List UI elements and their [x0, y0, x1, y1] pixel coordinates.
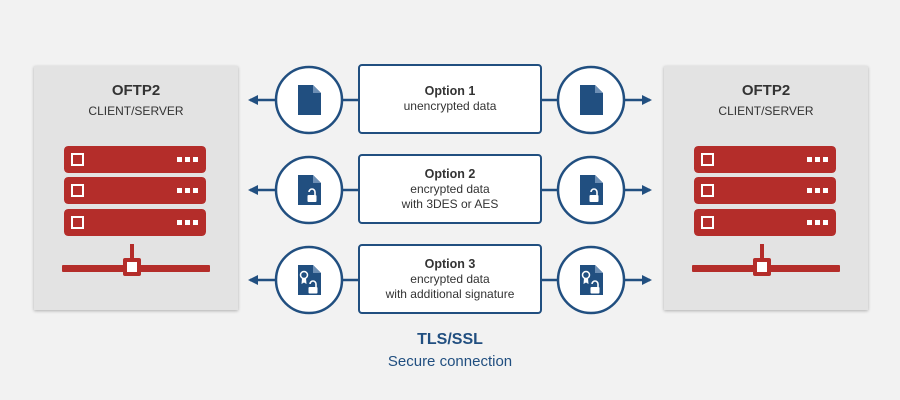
option-description: with additional signature — [385, 286, 515, 301]
option-description: encrypted data — [410, 181, 490, 196]
network-connector-icon — [692, 244, 840, 276]
option-box-1: Option 1 unencrypted data — [358, 64, 542, 134]
network-connector-icon — [62, 244, 210, 276]
signed-encrypted-document-icon — [580, 265, 603, 295]
option-box-3: Option 3 encrypted data with additional … — [358, 244, 542, 314]
option-title: Option 2 — [424, 166, 476, 181]
server-unit — [694, 209, 836, 236]
signed-encrypted-document-icon — [298, 265, 321, 295]
option-description: with 3DES or AES — [401, 196, 499, 211]
server-unit — [64, 177, 206, 204]
connection-subtitle: Secure connection — [387, 353, 513, 370]
option-title: Option 3 — [424, 256, 476, 271]
client-server-panel-right: OFTP2 CLIENT/SERVER — [664, 66, 868, 310]
node-title: OFTP2 — [741, 82, 791, 99]
server-unit — [64, 146, 206, 173]
option-description: encrypted data — [410, 271, 490, 286]
node-subtitle: CLIENT/SERVER — [718, 104, 814, 118]
node-subtitle: CLIENT/SERVER — [88, 104, 184, 118]
node-title: OFTP2 — [111, 82, 161, 99]
option-description: unencrypted data — [403, 99, 497, 113]
encrypted-document-icon — [298, 175, 321, 205]
client-server-panel-left: OFTP2 CLIENT/SERVER — [34, 66, 238, 310]
server-unit — [694, 177, 836, 204]
server-unit — [64, 209, 206, 236]
option-box-2: Option 2 encrypted data with 3DES or AES — [358, 154, 542, 224]
option-title: Option 1 — [424, 84, 476, 98]
encrypted-document-icon — [580, 175, 603, 205]
connection-title: TLS/SSL — [417, 331, 483, 348]
document-icon — [298, 85, 321, 115]
server-unit — [694, 146, 836, 173]
document-icon — [580, 85, 603, 115]
